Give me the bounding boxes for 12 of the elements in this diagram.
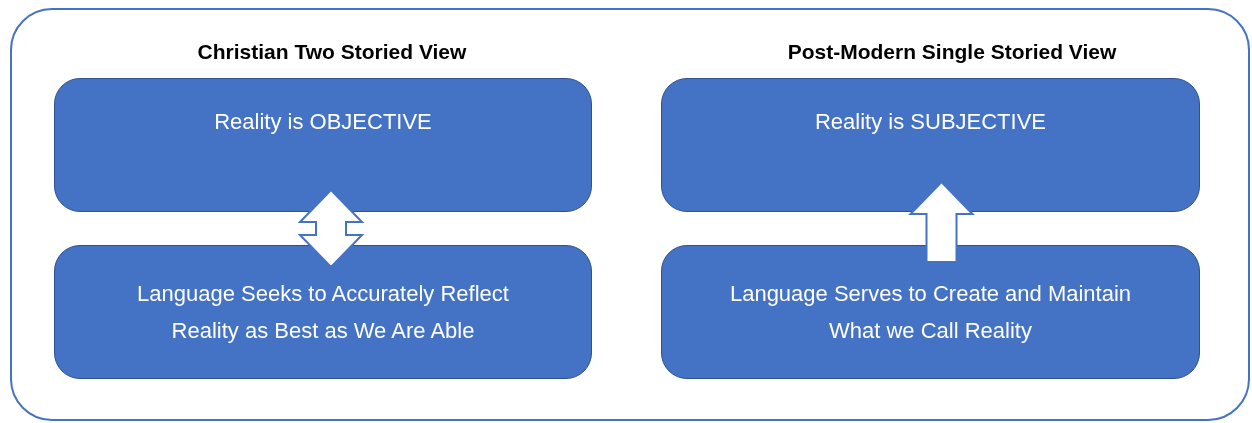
container-panel	[10, 8, 1250, 421]
statement-text: Language Seeks to Accurately Reflect Reality as Best as We Are Able	[136, 280, 510, 345]
statement-box	[661, 245, 1200, 379]
statement-box	[661, 78, 1200, 212]
statement-box	[54, 78, 592, 212]
statement-text: Reality is OBJECTIVE	[214, 108, 432, 136]
statement-box	[54, 245, 592, 379]
statement-text: Language Serves to Create and Maintain What we Call Reality	[728, 280, 1133, 345]
column-heading: Post-Modern Single Storied View	[786, 40, 1118, 64]
column-heading: Christian Two Storied View	[196, 40, 468, 64]
statement-text: Reality is SUBJECTIVE	[814, 108, 1047, 136]
block-arrow	[908, 180, 975, 263]
